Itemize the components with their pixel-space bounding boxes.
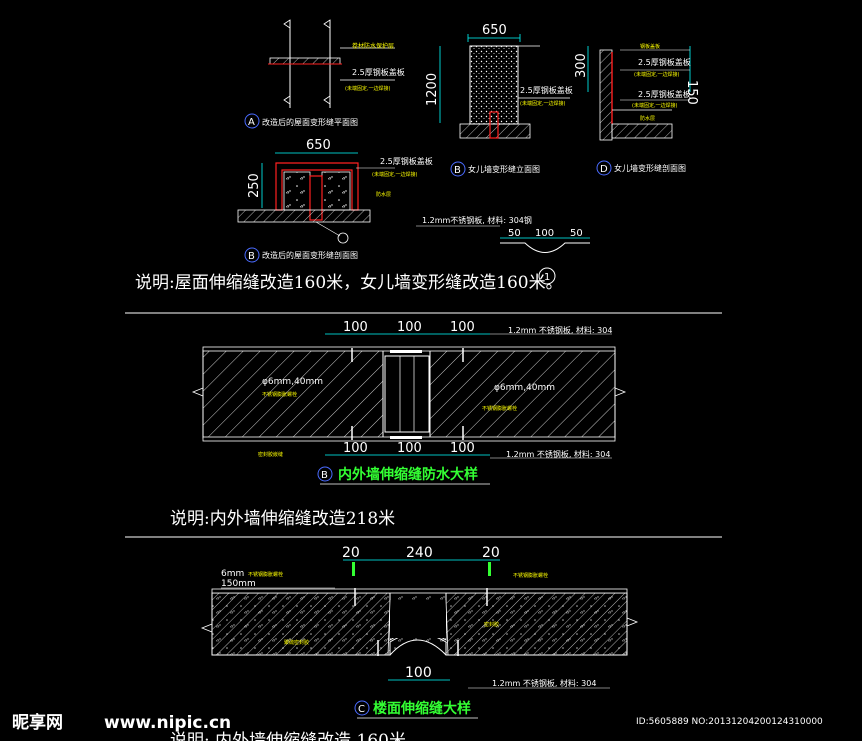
callout-d-1: 钢板盖板 <box>640 43 660 50</box>
mid-dim-bot-2: 100 <box>397 441 422 456</box>
mid-plate-top: 1.2mm 不锈钢板, 材料: 304 <box>508 325 612 335</box>
bot-marker-circle <box>354 700 370 716</box>
mid-right-label: φ6mm,40mm <box>494 383 555 393</box>
marker-d-circle <box>596 160 612 176</box>
note-roof-marker-circle <box>538 267 556 285</box>
bot-left-low: 聚硫密封胶 <box>284 639 309 646</box>
marker-b-mid-circle <box>450 161 466 177</box>
bot-dim-bottom: 100 <box>405 665 432 681</box>
note-roof-marker: 1 <box>544 272 550 283</box>
callout-a-3: (未端固定,一边焊接) <box>345 85 391 92</box>
mid-left-label: φ6mm,40mm <box>262 377 323 387</box>
mid-dim-bot-1: 100 <box>343 441 368 456</box>
dim-d-height2: 150 <box>684 80 699 105</box>
callout-b-mid-1: 2.5厚钢板盖板 <box>520 85 573 95</box>
bot-dim-3: 20 <box>482 545 500 561</box>
note-roof: 说明:屋面伸缩缝改造160米，女儿墙变形缝改造160米。 <box>135 273 563 293</box>
mid-marker: B <box>321 470 328 481</box>
bot-marker: C <box>358 704 365 715</box>
bot-title: 楼面伸缩缝大样 <box>373 700 471 717</box>
marker-d: D <box>600 164 608 175</box>
caption-b-mid: 女儿墙变形缝立面图 <box>468 164 540 174</box>
mid-right-sub: 不锈钢膨胀螺栓 <box>482 405 517 412</box>
mid-dim-top-1: 100 <box>343 320 368 335</box>
mid-plate-bot: 1.2mm 不锈钢板, 材料: 304 <box>506 449 610 459</box>
dim-d-height: 300 <box>574 53 589 78</box>
marker-a: A <box>248 117 255 128</box>
detail-b-section: 650 250 2.5厚钢板盖板 (未端固定,一边焊接) 防水层 B 改造后的屋… <box>237 138 433 263</box>
mid-dim-bot-3: 100 <box>450 441 475 456</box>
watermark: 昵享网 www.nipic.cn ID:5605889 NO:201312042… <box>12 712 823 733</box>
callout-b-mid-2: (未端固定,一边焊接) <box>520 100 566 107</box>
wall-joint-detail: 100 100 100 1.2mm 不锈钢板, 材料: 304 φ6mm,40m… <box>191 320 627 485</box>
mid-bottom-left: 密封胶嵌缝 <box>258 451 283 458</box>
callout-d-2: 2.5厚钢板盖板 <box>638 57 691 67</box>
mid-dim-top-3: 100 <box>450 320 475 335</box>
bot-right-mid: 密封胶 <box>484 621 499 628</box>
callout-d-6: 防水层 <box>640 115 655 122</box>
callout-d-4: 2.5厚钢板盖板 <box>638 89 691 99</box>
marker-a-circle <box>244 113 260 129</box>
watermark-id: ID:5605889 NO:20131204200124310000 <box>636 717 823 727</box>
mid-title: 内外墙伸缩缝防水大样 <box>338 466 478 483</box>
detail-a-plan: 卷材防水保护层 2.5厚钢板盖板 (未端固定,一边焊接) A 改造后的屋面变形缝… <box>244 19 405 129</box>
plate-dim-3: 50 <box>570 228 583 239</box>
callout-b-low-3: 防水层 <box>376 191 391 198</box>
bot-label-1b: 不锈钢膨胀螺栓 <box>248 571 283 578</box>
bot-right-top: 不锈钢膨胀螺栓 <box>513 572 548 579</box>
marker-b-low: B <box>248 251 255 262</box>
note-floor-cut: 说明: 内外墙伸缩缝改造 160米 <box>170 731 406 741</box>
plate-dim-1: 50 <box>508 228 521 239</box>
plate-detail: 1.2mm不锈钢板, 材料: 304钢 50 100 50 <box>416 215 590 253</box>
dim-b-height: 1200 <box>425 73 440 106</box>
dim-b-low-width: 650 <box>306 138 331 153</box>
mid-dim-top-2: 100 <box>397 320 422 335</box>
floor-joint-detail: 20 240 20 6mm 不锈钢膨胀螺栓 150mm 不锈钢膨胀螺栓 密封胶 … <box>200 545 639 719</box>
dim-b-width: 650 <box>482 23 507 38</box>
plate-dim-2: 100 <box>535 228 554 239</box>
detail-b-elevation: 650 1200 2.5厚钢板盖板 (未端固定,一边焊接) B 女儿墙变形缝立面… <box>425 23 573 177</box>
watermark-logo: 昵享网 <box>12 712 63 733</box>
marker-b-mid: B <box>454 165 461 176</box>
callout-a-1: 卷材防水保护层 <box>352 42 394 50</box>
caption-d: 女儿墙变形缝剖面图 <box>614 163 686 173</box>
dim-b-low-height: 250 <box>247 173 262 198</box>
callout-d-5: (未端固定,一边焊接) <box>632 102 678 109</box>
callout-b-low-1: 2.5厚钢板盖板 <box>380 156 433 166</box>
callout-d-3: (未端固定,一边焊接) <box>634 71 680 78</box>
mid-left-sub: 不锈钢膨胀螺栓 <box>262 391 297 398</box>
bot-label-1: 6mm <box>221 569 244 579</box>
note-wall: 说明:内外墙伸缩缝改造218米 <box>170 509 395 529</box>
caption-b-low: 改造后的屋面变形缝剖面图 <box>262 250 358 260</box>
plate-label: 1.2mm不锈钢板, 材料: 304钢 <box>422 215 532 225</box>
bot-plate: 1.2mm 不锈钢板, 材料: 304 <box>492 678 596 688</box>
marker-b-low-circle <box>244 247 260 263</box>
bot-dim-1: 20 <box>342 545 360 561</box>
callout-b-low-2: (未端固定,一边焊接) <box>372 171 418 178</box>
caption-a: 改造后的屋面变形缝平面图 <box>262 117 358 127</box>
mid-marker-circle <box>317 466 333 482</box>
detail-d-section: 300 150 钢板盖板 2.5厚钢板盖板 (未端固定,一边焊接) 2.5厚钢板… <box>574 43 699 176</box>
bot-dim-2: 240 <box>406 545 433 561</box>
watermark-url: www.nipic.cn <box>104 713 231 733</box>
detail-ref-circle <box>337 232 349 244</box>
callout-a-2: 2.5厚钢板盖板 <box>352 67 405 77</box>
bot-label-2: 150mm <box>221 579 256 589</box>
